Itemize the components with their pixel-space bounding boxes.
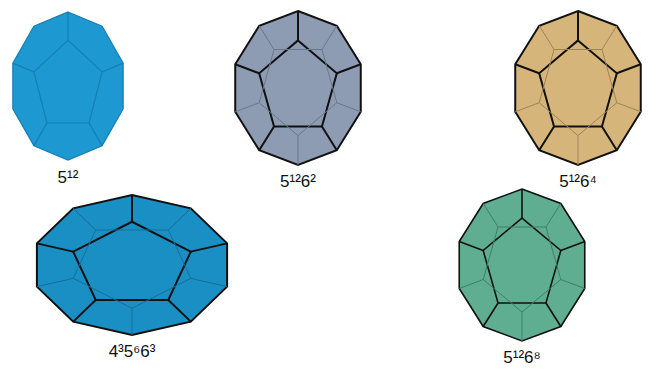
cage-polyhedron [459, 189, 585, 341]
cage-formula: 5¹² [58, 169, 79, 188]
cage-formula: 5¹²6⁸ [503, 349, 540, 368]
cage-formula: 5¹²6² [280, 173, 316, 192]
cage-formula: 5¹²6⁴ [559, 173, 597, 192]
cage-polyhedron [235, 11, 361, 165]
dodecahedron [13, 12, 123, 160]
cage-polyhedron [37, 195, 227, 335]
cage-formula: 4³5⁶6³ [109, 343, 156, 362]
cage-polyhedron [515, 11, 641, 165]
